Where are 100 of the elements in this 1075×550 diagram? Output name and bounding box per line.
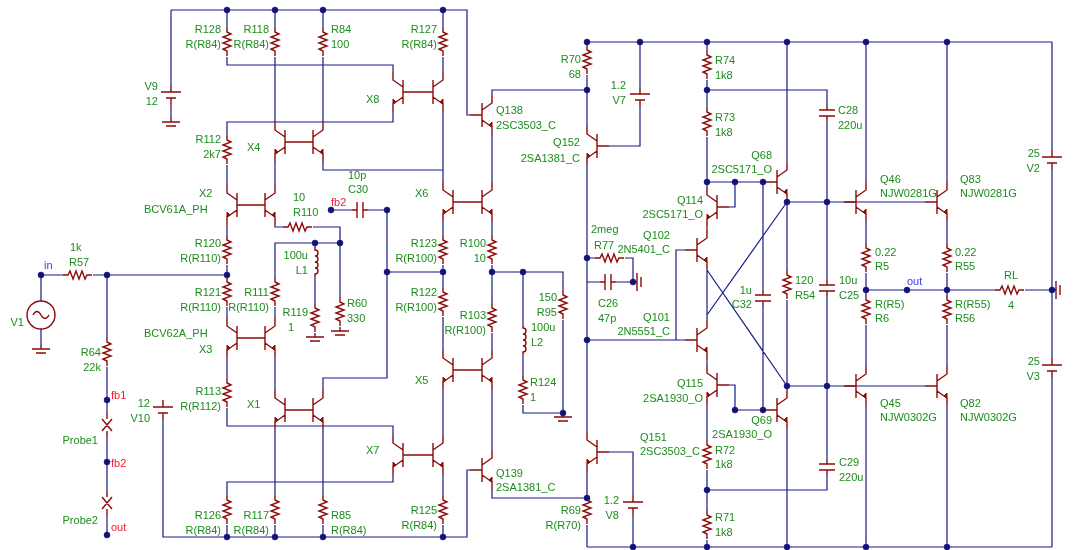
component-designator: Q101	[643, 310, 670, 324]
component-value: 1k8	[715, 525, 733, 539]
component-designator: R74	[715, 53, 736, 67]
component-designator: R100	[459, 236, 486, 250]
component-designator: R85	[331, 508, 352, 522]
component-designator: R118	[243, 22, 269, 36]
component-designator: R124	[530, 375, 557, 389]
component-value: 10	[293, 190, 306, 204]
component-designator: R103	[459, 308, 486, 322]
net-label: in	[44, 258, 53, 272]
part-number: NJW0302G	[880, 410, 937, 424]
component-value: R(R84)	[401, 518, 437, 532]
component-value: 25	[1027, 146, 1040, 160]
component-value: R(R100)	[395, 251, 437, 265]
component-value: 1k8	[715, 125, 733, 139]
component-designator: R64	[80, 345, 101, 359]
component-value: R(R84)	[401, 37, 437, 51]
component-value: 1u	[739, 283, 752, 297]
component-designator: R110	[293, 205, 319, 219]
part-number: 2SA1930_O	[712, 427, 772, 441]
component-value: R(R110)	[228, 300, 269, 314]
component-designator: V2	[1026, 161, 1040, 175]
component-designator: R56	[955, 311, 976, 325]
component-designator: Q151	[640, 430, 667, 444]
component-designator: R122	[410, 285, 437, 299]
component-designator: V7	[612, 93, 626, 107]
component-designator: X7	[366, 443, 380, 457]
net-label: fb1	[111, 388, 127, 402]
component-designator: R84	[331, 22, 352, 36]
component-value: R(R5)	[875, 297, 905, 311]
part-number: 2SA1381_C	[520, 151, 580, 165]
component-designator: C29	[839, 455, 860, 469]
component-value: 12	[137, 396, 150, 410]
component-value: R(R84)	[331, 523, 367, 537]
component-designator: R111	[244, 285, 269, 299]
component-value: 1k	[70, 240, 82, 254]
component-designator: C26	[598, 296, 619, 310]
component-designator: Q139	[496, 466, 523, 480]
component-designator: R119	[282, 305, 308, 319]
part-number: 2SA1930_O	[643, 391, 703, 405]
component-designator: V1	[10, 315, 24, 329]
component-value: R(R84)	[185, 523, 221, 537]
component-designator: C25	[839, 288, 860, 302]
component-value: R(R100)	[395, 300, 437, 314]
part-number: 2SC3503_C	[640, 444, 700, 458]
component-designator: R120	[194, 236, 221, 250]
component-value: 22k	[83, 360, 101, 374]
component-designator: R71	[715, 510, 736, 524]
component-value: 1.2	[603, 493, 619, 507]
component-value: 0.22	[875, 245, 897, 259]
component-value: R(R84)	[185, 37, 221, 51]
component-designator: R113	[195, 384, 221, 398]
component-value: 330	[347, 311, 366, 325]
part-number: 2N5401_C	[617, 242, 670, 256]
component-designator: X3	[199, 342, 213, 356]
component-value: 220u	[839, 470, 864, 484]
component-value: 100	[331, 37, 350, 51]
component-value: 0.22	[955, 245, 977, 259]
part-number: 2SA1381_C	[496, 480, 556, 494]
part-number: NJW0302G	[960, 410, 1017, 424]
component-designator: L1	[295, 263, 308, 277]
component-designator: Q152	[553, 135, 580, 149]
component-designator: X6	[415, 186, 429, 200]
component-designator: L2	[531, 335, 544, 349]
component-designator: Q114	[676, 193, 703, 207]
component-value: R(R110)	[180, 251, 221, 265]
component-designator: X2	[199, 186, 213, 200]
component-designator: X1	[247, 397, 261, 411]
component-designator: R70	[560, 52, 581, 66]
component-designator: R125	[410, 503, 437, 517]
component-value: 220u	[838, 118, 863, 132]
component-value: 1k8	[715, 68, 733, 82]
component-designator: R112	[195, 132, 221, 146]
component-designator: Q68	[751, 148, 772, 162]
net-label: fb2	[111, 456, 127, 470]
component-value: R(R112)	[180, 399, 221, 413]
component-designator: R6	[875, 311, 890, 325]
net-label: out	[111, 520, 127, 534]
component-value: 10p	[348, 168, 367, 182]
component-designator: R126	[194, 508, 221, 522]
component-designator: R54	[795, 288, 816, 302]
component-value: 1	[288, 320, 295, 334]
component-designator: C28	[838, 103, 859, 117]
component-designator: R127	[410, 22, 437, 36]
component-value: 4	[1008, 298, 1015, 312]
component-value: 2meg	[591, 222, 619, 236]
component-value: R(R100)	[444, 323, 486, 337]
component-value: 150	[538, 290, 557, 304]
component-value: 100u	[283, 248, 308, 262]
component-designator: Q45	[880, 396, 901, 410]
component-value: 12	[145, 94, 158, 108]
component-designator: X8	[366, 92, 380, 106]
component-designator: Q82	[960, 396, 981, 410]
component-value: 68	[568, 67, 581, 81]
component-designator: R72	[715, 443, 736, 457]
component-value: 1.2	[610, 78, 626, 92]
net-label: fb2	[331, 195, 347, 209]
component-value: R(R70)	[545, 518, 581, 532]
component-designator: Probe1	[62, 433, 98, 447]
part-number: 2N5551_C	[617, 324, 670, 338]
